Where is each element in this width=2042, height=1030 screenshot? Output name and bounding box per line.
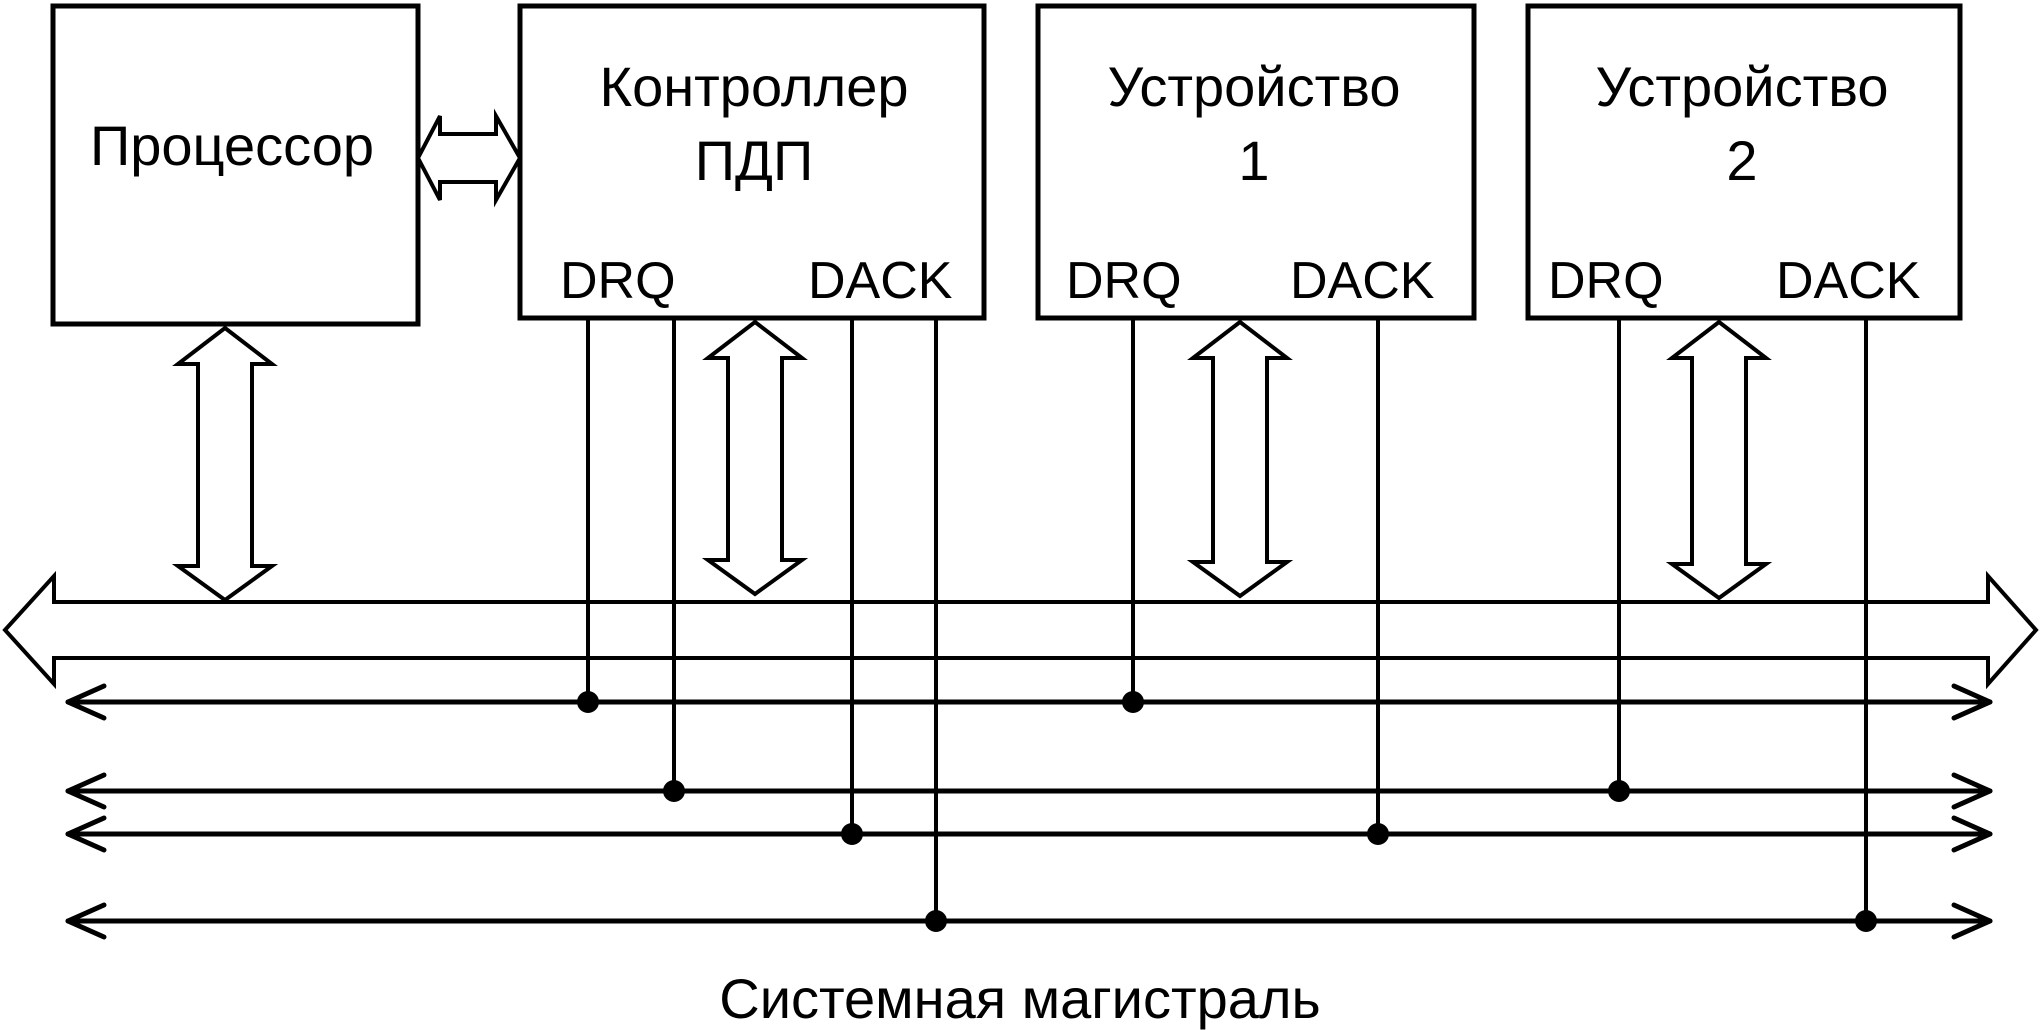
processor-label: Процессор xyxy=(90,114,374,177)
device-1-dack-label: DACK xyxy=(1290,252,1435,310)
device-2-dack-label: DACK xyxy=(1776,252,1921,310)
control-line-3 xyxy=(65,815,1993,853)
junction-dot xyxy=(1367,823,1389,845)
dma-controller-subtitle: ПДП xyxy=(695,129,813,192)
dma-bus-arrow xyxy=(701,319,809,597)
device-1-drq-label: DRQ xyxy=(1066,252,1182,310)
junction-dot xyxy=(1608,780,1630,802)
device-2-title: Устройство xyxy=(1596,55,1889,118)
junction-dot xyxy=(577,691,599,713)
device-1-block xyxy=(1035,3,1477,321)
control-line-1 xyxy=(65,683,1993,721)
dma-dack-label: DACK xyxy=(808,252,953,310)
cpu-dma-arrow xyxy=(415,108,523,208)
control-line-4 xyxy=(65,902,1993,940)
device-2-block xyxy=(1525,3,1963,321)
device-1-title: Устройство xyxy=(1108,55,1401,118)
device-1-number: 1 xyxy=(1238,129,1269,192)
junction-dot xyxy=(663,780,685,802)
junction-dot xyxy=(1855,910,1877,932)
control-line-2 xyxy=(65,772,1993,810)
system-bus-caption: Системная магистраль xyxy=(719,967,1320,1030)
device-2-number: 2 xyxy=(1726,129,1757,192)
junction-dot xyxy=(925,910,947,932)
junction-dot xyxy=(841,823,863,845)
junction-dot xyxy=(1122,691,1144,713)
device-2-bus-arrow xyxy=(1665,319,1773,601)
cpu-bus-arrow xyxy=(171,325,279,603)
system-data-bus xyxy=(2,570,2039,690)
device-2-drq-label: DRQ xyxy=(1548,252,1664,310)
processor-block xyxy=(50,3,421,327)
device-1-bus-arrow xyxy=(1186,319,1294,599)
dma-drq-label: DRQ xyxy=(560,252,676,310)
dma-controller-title: Контроллер xyxy=(599,55,908,118)
